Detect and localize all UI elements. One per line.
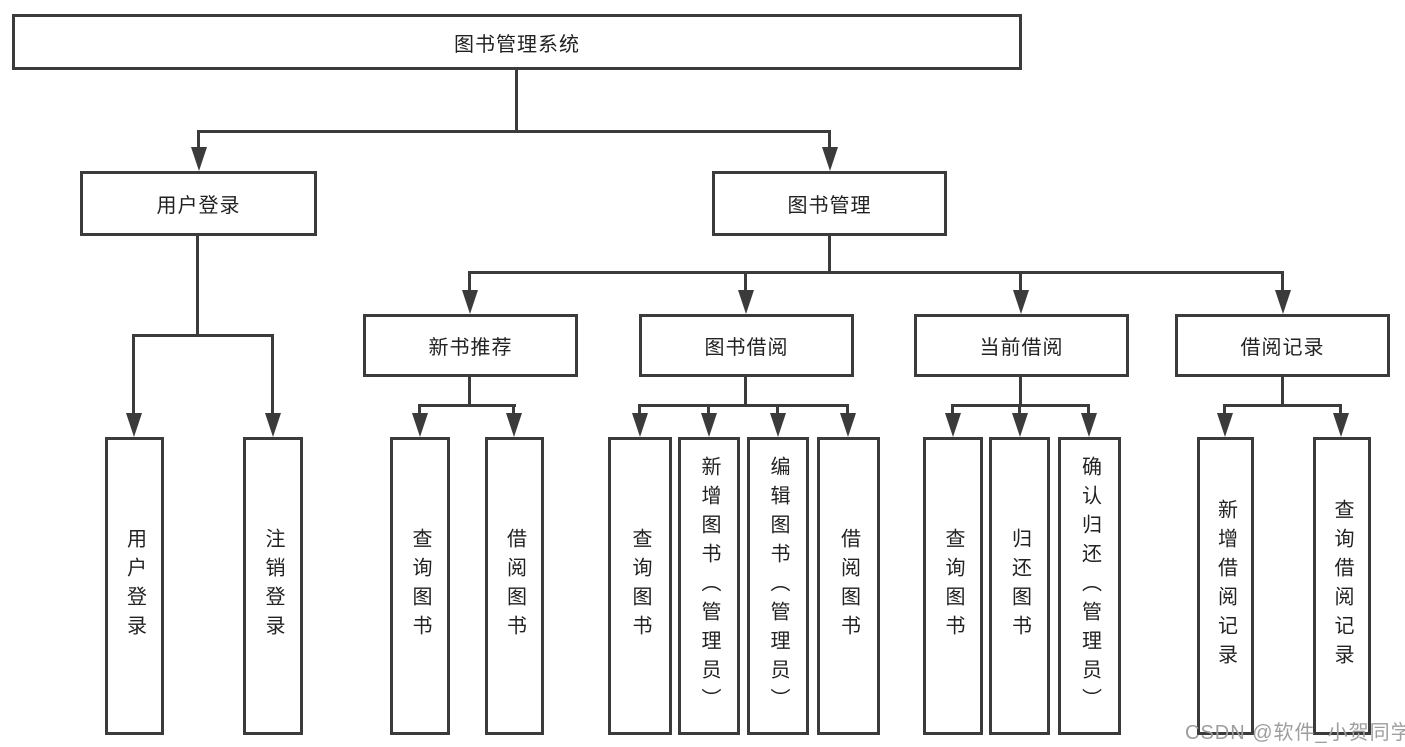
node-new-book-rec-label: 新书推荐 xyxy=(428,337,513,359)
arrowhead-icon xyxy=(1081,413,1097,437)
connector-root-stem xyxy=(515,70,518,132)
leaf-user-login: 用户登录 xyxy=(105,437,164,735)
connector-drop-leaf xyxy=(776,404,779,413)
arrowhead-icon xyxy=(265,413,281,437)
arrowhead-icon xyxy=(1012,413,1028,437)
leaf-bb-edit-books-admin: 编辑图书（管理员） xyxy=(747,437,809,735)
leaf-logout-label: 注销登录 xyxy=(262,528,284,644)
connector-drop-borrow-rec xyxy=(1281,271,1284,290)
connector-borrow-rec-stem xyxy=(1281,377,1284,406)
connector-drop-user-login xyxy=(197,130,200,147)
arrowhead-icon xyxy=(822,147,838,171)
connector-drop-cur-borrow xyxy=(1019,271,1022,290)
leaf-cb-query-books-label: 查询图书 xyxy=(942,528,964,644)
node-borrow-record: 借阅记录 xyxy=(1175,314,1390,377)
node-borrow-record-label: 借阅记录 xyxy=(1240,337,1325,359)
arrowhead-icon xyxy=(506,413,522,437)
arrowhead-icon xyxy=(840,413,856,437)
leaf-cb-confirm-return-admin: 确认归还（管理员） xyxy=(1058,437,1121,735)
arrowhead-icon xyxy=(1275,290,1291,314)
connector-drop-leaf xyxy=(846,404,849,413)
connector-book-borrow-bar xyxy=(640,404,849,407)
node-user-login: 用户登录 xyxy=(80,171,317,236)
csdn-watermark: CSDN @软件_小贺同学 xyxy=(1185,722,1405,744)
connector-book-mgmt-bar xyxy=(470,271,1283,274)
arrowhead-icon xyxy=(1013,290,1029,314)
node-root: 图书管理系统 xyxy=(12,14,1022,70)
leaf-bb-edit-books-admin-label: 编辑图书（管理员） xyxy=(767,455,789,717)
node-current-borrow-label: 当前借阅 xyxy=(979,337,1064,359)
leaf-bb-add-books-admin-label: 新增图书（管理员） xyxy=(698,455,720,717)
connector-book-borrow-stem xyxy=(744,377,747,406)
connector-new-book-bar xyxy=(420,404,516,407)
leaf-br-query-record-label: 查询借阅记录 xyxy=(1331,499,1353,673)
connector-cur-borrow-stem xyxy=(1019,377,1022,406)
node-current-borrow: 当前借阅 xyxy=(914,314,1129,377)
connector-drop-leaf xyxy=(951,404,954,413)
connector-root-bar xyxy=(198,130,831,133)
node-book-borrow: 图书借阅 xyxy=(639,314,854,377)
connector-drop-leaf xyxy=(512,404,515,413)
leaf-br-query-record: 查询借阅记录 xyxy=(1313,437,1371,735)
leaf-cb-confirm-return-admin-label: 确认归还（管理员） xyxy=(1078,455,1101,717)
leaf-bb-borrow-books-label: 借阅图书 xyxy=(837,528,860,644)
connector-drop-leaf-logout xyxy=(271,334,274,413)
connector-drop-book-mgmt xyxy=(828,130,831,147)
connector-drop-book-borrow xyxy=(744,271,747,290)
leaf-nb-query-books-label: 查询图书 xyxy=(409,528,431,644)
connector-cur-borrow-bar xyxy=(953,404,1090,407)
node-new-book-rec: 新书推荐 xyxy=(363,314,578,377)
leaf-nb-borrow-books: 借阅图书 xyxy=(485,437,544,735)
node-book-mgmt: 图书管理 xyxy=(712,171,947,236)
node-root-label: 图书管理系统 xyxy=(454,33,580,56)
arrowhead-icon xyxy=(770,413,786,437)
leaf-bb-query-books-label: 查询图书 xyxy=(629,528,651,644)
connector-user-login-bar xyxy=(134,334,273,337)
leaf-bb-query-books: 查询图书 xyxy=(608,437,672,735)
leaf-cb-return-books: 归还图书 xyxy=(989,437,1050,735)
arrowhead-icon xyxy=(632,413,648,437)
connector-drop-leaf xyxy=(418,404,421,413)
leaf-nb-query-books: 查询图书 xyxy=(390,437,450,735)
leaf-br-add-record: 新增借阅记录 xyxy=(1197,437,1254,735)
connector-drop-leaf xyxy=(1223,404,1226,413)
connector-borrow-rec-bar xyxy=(1225,404,1342,407)
arrowhead-icon xyxy=(412,413,428,437)
leaf-user-login-label: 用户登录 xyxy=(123,528,146,644)
connector-user-login-stem xyxy=(196,236,199,336)
node-book-borrow-label: 图书借阅 xyxy=(704,337,789,359)
connector-drop-leaf xyxy=(707,404,710,413)
connector-book-mgmt-stem xyxy=(828,236,831,274)
arrowhead-icon xyxy=(462,290,478,314)
node-book-mgmt-label: 图书管理 xyxy=(787,195,872,217)
connector-drop-leaf xyxy=(1339,404,1342,413)
arrowhead-icon xyxy=(191,147,207,171)
connector-drop-leaf-login xyxy=(132,334,135,413)
arrowhead-icon xyxy=(738,290,754,314)
connector-drop-leaf xyxy=(1018,404,1021,413)
leaf-bb-add-books-admin: 新增图书（管理员） xyxy=(678,437,740,735)
leaf-nb-borrow-books-label: 借阅图书 xyxy=(503,528,526,644)
arrowhead-icon xyxy=(945,413,961,437)
connector-drop-leaf xyxy=(1087,404,1090,413)
leaf-cb-query-books: 查询图书 xyxy=(923,437,983,735)
leaf-logout: 注销登录 xyxy=(243,437,303,735)
arrowhead-icon xyxy=(126,413,142,437)
leaf-cb-return-books-label: 归还图书 xyxy=(1008,528,1031,644)
connector-new-book-stem xyxy=(468,377,471,406)
connector-drop-new-book xyxy=(468,271,471,290)
arrowhead-icon xyxy=(1333,413,1349,437)
arrowhead-icon xyxy=(1217,413,1233,437)
leaf-br-add-record-label: 新增借阅记录 xyxy=(1214,499,1237,673)
leaf-bb-borrow-books: 借阅图书 xyxy=(817,437,880,735)
connector-drop-leaf xyxy=(638,404,641,413)
node-user-login-label: 用户登录 xyxy=(156,195,241,217)
arrowhead-icon xyxy=(701,413,717,437)
